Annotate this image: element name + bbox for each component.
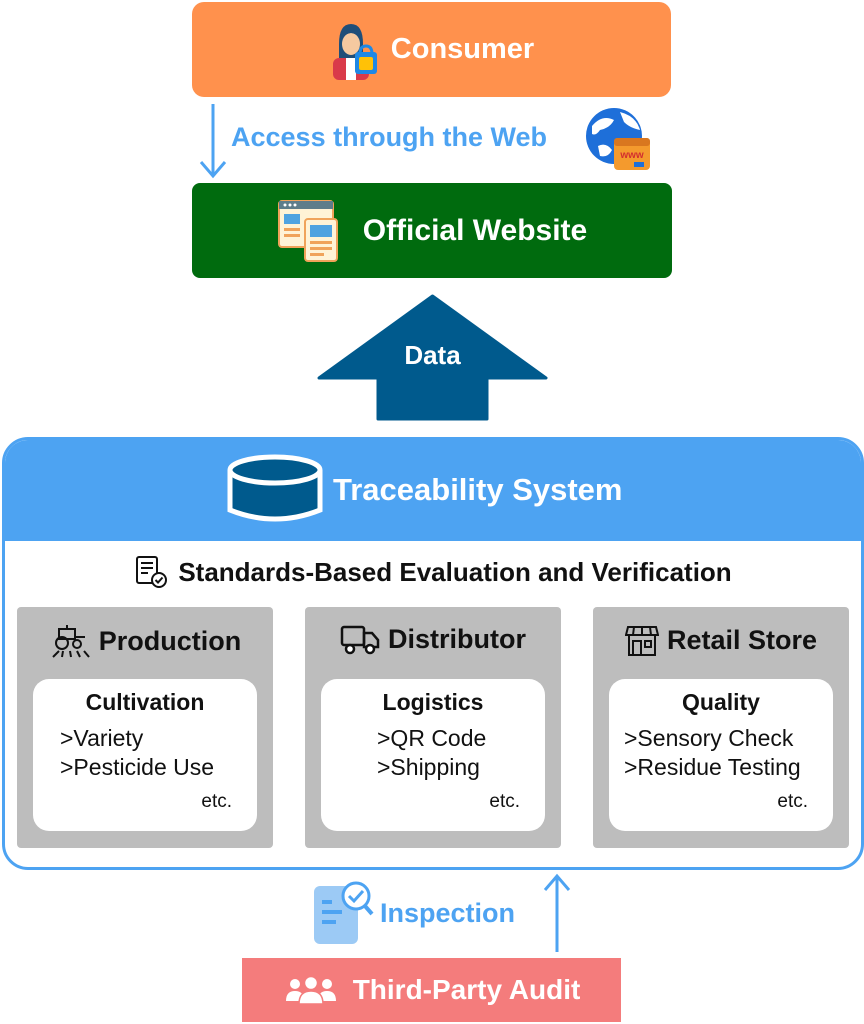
distributor-title: Distributor — [388, 623, 526, 654]
data-label: Data — [404, 340, 461, 370]
consumer-box: Consumer — [192, 2, 671, 97]
distributor-item: >Shipping — [377, 754, 480, 780]
checklist-icon — [136, 556, 168, 588]
inspection-up-arrow — [543, 873, 571, 952]
production-card-title: Cultivation — [85, 689, 205, 715]
web-page-icon — [277, 199, 338, 262]
production-item: >Variety — [60, 725, 144, 751]
access-arrow — [199, 104, 227, 179]
retail-store-title: Retail Store — [666, 624, 818, 655]
traceability-system-panel: Traceability System Standards-Based Eval… — [2, 437, 864, 870]
distributor-card-title: Logistics — [382, 689, 484, 715]
official-website-label: Official Website — [362, 213, 588, 247]
production-item: >Pesticide Use — [60, 754, 215, 780]
standards-row: Standards-Based Evaluation and Verificat… — [5, 555, 861, 589]
standards-label: Standards-Based Evaluation and Verificat… — [178, 556, 732, 587]
inspection-document-icon — [314, 881, 374, 944]
retail-store-item: >Sensory Check — [624, 725, 794, 751]
data-up-arrow — [317, 294, 548, 421]
production-column: Production Cultivation >Variety >Pestici… — [17, 607, 273, 848]
distributor-card: Logistics >QR Code >Shipping etc. — [321, 679, 545, 831]
retail-store-etc: etc. — [777, 791, 808, 812]
inspection-label: Inspection — [380, 898, 516, 928]
www-badge-text: www — [619, 150, 644, 161]
official-website-box: Official Website — [192, 183, 672, 278]
distributor-header: Distributor — [305, 623, 561, 655]
group-icon — [285, 975, 336, 1005]
production-title: Production — [98, 625, 242, 656]
distributor-etc: etc. — [489, 791, 520, 812]
third-party-audit-box: Third-Party Audit — [242, 958, 621, 1022]
retail-store-column: Retail Store Quality >Sensory Check >Res… — [593, 607, 849, 848]
retail-store-card: Quality >Sensory Check >Residue Testing … — [609, 679, 833, 831]
production-card: Cultivation >Variety >Pesticide Use etc. — [33, 679, 257, 831]
globe-www-icon: www — [586, 108, 650, 170]
shopper-icon — [332, 23, 377, 80]
retail-store-item: >Residue Testing — [624, 754, 801, 780]
production-etc: etc. — [201, 791, 232, 812]
distributor-column: Distributor Logistics >QR Code >Shipping… — [305, 607, 561, 848]
traceability-title: Traceability System — [333, 472, 623, 507]
tractor-icon — [52, 625, 90, 658]
access-label: Access through the Web — [231, 122, 548, 152]
store-icon — [624, 626, 659, 656]
database-icon — [227, 454, 323, 522]
distributor-item: >QR Code — [377, 725, 487, 751]
retail-store-card-title: Quality — [682, 689, 760, 715]
production-header: Production — [17, 623, 273, 659]
consumer-label: Consumer — [390, 33, 535, 65]
retail-store-header: Retail Store — [593, 623, 849, 657]
third-party-audit-label: Third-Party Audit — [352, 974, 581, 1005]
traceability-header — [5, 440, 861, 541]
truck-icon — [340, 625, 380, 655]
